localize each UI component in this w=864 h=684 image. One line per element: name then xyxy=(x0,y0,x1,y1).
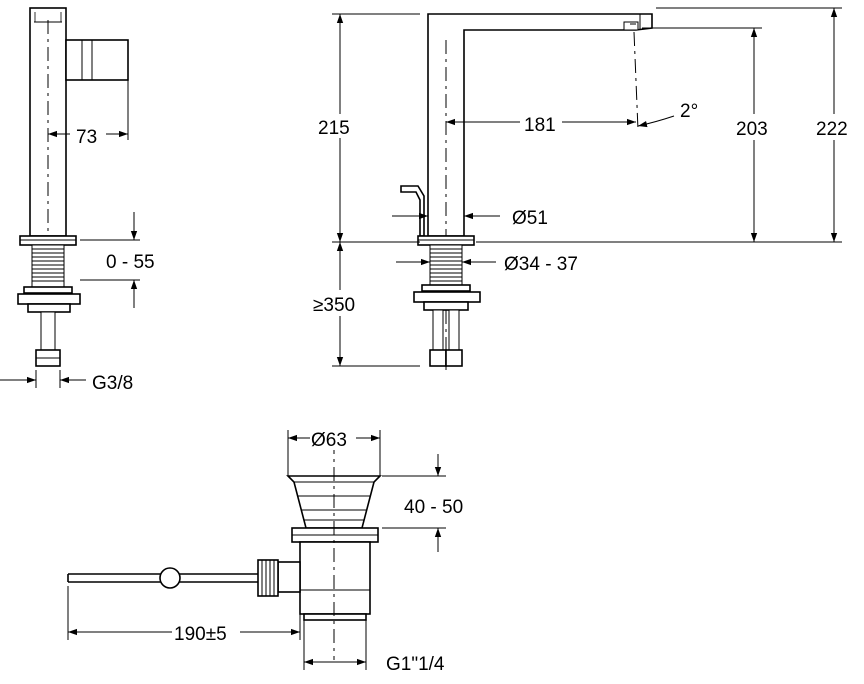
faucet-side-view xyxy=(17,7,129,370)
nut-knurl xyxy=(261,560,275,596)
dim-angle-label: 2° xyxy=(680,101,698,122)
dim-181-label: 181 xyxy=(524,115,556,136)
thread-lines-front xyxy=(430,248,462,282)
dimension-222 xyxy=(656,7,858,242)
dim-222-label: 222 xyxy=(816,119,848,140)
dim-g1-14-label: G1"1/4 xyxy=(386,654,445,675)
dim-215-label: 215 xyxy=(318,118,350,139)
dimension-190 xyxy=(67,586,301,644)
dim-190-label: 190±5 xyxy=(174,624,227,645)
dimension-d63 xyxy=(287,426,381,476)
dimension-g1-14 xyxy=(303,620,367,670)
faucet-front-view xyxy=(400,13,653,370)
dimension-350 xyxy=(312,242,420,367)
dim-350-label: ≥350 xyxy=(313,295,355,316)
dim-d63-label: Ø63 xyxy=(311,430,347,451)
dim-0-55-label: 0 - 55 xyxy=(106,252,155,273)
dimension-0-55 xyxy=(80,212,140,308)
dim-g38-label: G3/8 xyxy=(92,373,133,394)
dimension-40-50 xyxy=(382,454,446,552)
dim-40-50-label: 40 - 50 xyxy=(404,497,463,518)
dim-d51-label: Ø51 xyxy=(512,208,548,229)
dimension-181 xyxy=(446,110,636,134)
dim-d34-37-label: Ø34 - 37 xyxy=(504,254,578,275)
pop-up-waste xyxy=(67,440,382,660)
dimension-215 xyxy=(316,13,420,243)
dimension-angle xyxy=(637,115,675,128)
dimension-73 xyxy=(48,80,129,144)
dimension-203 xyxy=(476,27,842,243)
dimension-g38 xyxy=(0,370,86,388)
dim-203-label: 203 xyxy=(736,119,768,140)
dim-73-label: 73 xyxy=(76,127,97,148)
thread-lines-side xyxy=(32,248,64,282)
